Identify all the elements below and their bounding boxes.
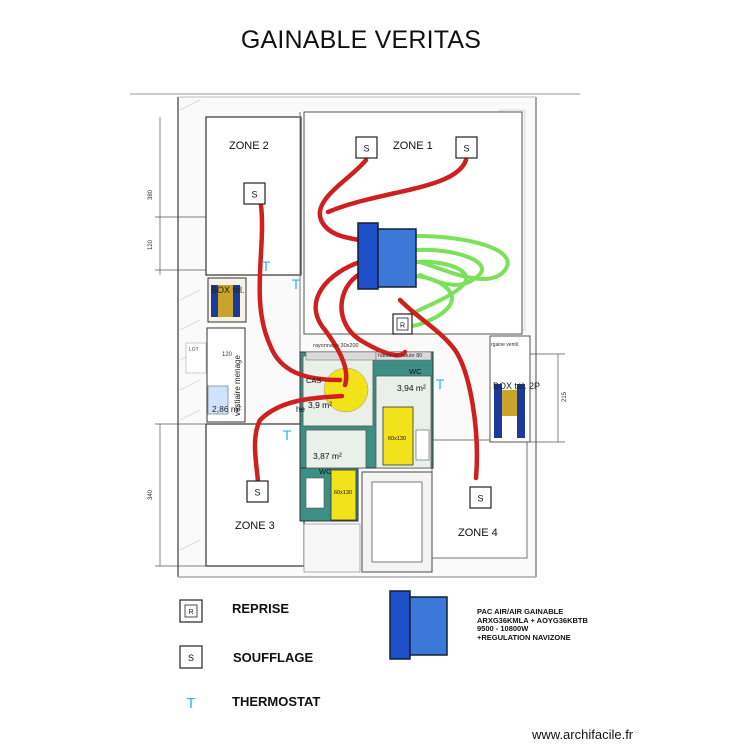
pac-unit-dark	[357, 222, 379, 290]
box-tel-left-dark2	[233, 285, 240, 317]
area-286-label: 2,86 m²	[212, 404, 241, 414]
box-tel-left-dark	[211, 285, 218, 317]
haute-label: haute ar. haute 80	[378, 353, 422, 359]
pac-note-line-2: ARXG36KMLA + AOYG36KBTB	[477, 615, 588, 625]
page-title: GAINABLE VERITAS	[240, 26, 482, 54]
wc-bowl-2	[415, 429, 430, 461]
stair	[303, 523, 361, 573]
wc-label-2: WC	[319, 467, 332, 476]
soufflage-symbol: S	[463, 144, 469, 154]
dim-215: 215	[562, 391, 568, 402]
zone-4-label: ZONE 4	[458, 527, 498, 539]
lot-box	[185, 342, 207, 374]
bed-2-label: 60x130	[334, 490, 352, 496]
pac-note-line-1: PAC AIR/AIR GAINABLE	[477, 607, 564, 616]
thermostat-zone2: T	[262, 258, 271, 274]
supply-ducts	[252, 157, 480, 487]
area-39-label: 3,9 m²	[308, 400, 332, 410]
legend-soufflage-symbol: S	[179, 645, 203, 669]
zone-1-room	[303, 111, 523, 335]
soufflage-zone3: S	[246, 480, 269, 503]
legend-soufflage-icon: S	[188, 653, 194, 663]
rayonnage-label: rayonnage 30x200	[313, 343, 359, 349]
return-ducts	[398, 234, 510, 328]
thermostat-zone3: T	[283, 427, 292, 443]
bed-1-label: 60x130	[388, 436, 406, 442]
box-tel-right-label: BOX tél. 2P	[493, 381, 540, 391]
legend-thermostat-label: THERMOSTAT	[232, 694, 321, 709]
soufflage-zone1-a: S	[355, 136, 378, 159]
placard-label: rgaine ventil.	[491, 342, 519, 348]
pac-note-line-4: +REGULATION NAVIZONE	[477, 632, 571, 642]
cas-label: CAS	[306, 376, 321, 385]
lot-label: LOT	[189, 347, 199, 353]
bed-2	[330, 469, 357, 521]
vestiaire-label: vestiaire menage	[233, 355, 242, 416]
box-tel-right-dark	[494, 384, 502, 438]
box-tel-right-yellow	[502, 390, 517, 416]
reprise-grille-inner	[396, 317, 409, 331]
soufflage-zone4: S	[469, 486, 492, 509]
area-394-label: 3,94 m²	[397, 383, 426, 393]
wc-label-1: WC	[409, 367, 422, 376]
shaft-inner	[371, 481, 423, 563]
pac-note: PAC AIR/AIR GAINABLE ARXG36KMLA + AOYG36…	[477, 607, 588, 642]
zone-2-label: ZONE 2	[229, 140, 269, 152]
dimension-lines	[155, 117, 565, 567]
soufflage-zone2: S	[243, 182, 266, 205]
room-387	[305, 429, 367, 469]
thermostat-zone1: T	[292, 276, 301, 292]
legend-reprise-symbol: R	[179, 599, 203, 623]
pac-note-line-3: 9500 - 10800W	[477, 624, 529, 633]
soufflage-zone1-b: S	[455, 136, 478, 159]
legend-reprise-icon: R	[188, 609, 193, 616]
legend-reprise-label: REPRISE	[232, 601, 290, 616]
pac-unit	[357, 222, 417, 290]
wc-bowl-1	[305, 477, 325, 509]
zone-3-label: ZONE 3	[235, 520, 275, 532]
soufflage-symbol: S	[363, 144, 369, 154]
zone-1-label: ZONE 1	[393, 140, 433, 152]
legend-pac-unit	[389, 590, 448, 660]
box-tel-left-label: BOX tél.	[211, 285, 245, 295]
dim-380: 380	[148, 189, 154, 200]
dim-340: 340	[148, 489, 154, 500]
thermostat-zone4: T	[436, 376, 445, 392]
dim-120: 120	[148, 239, 154, 250]
box-tel-left-yellow	[218, 285, 233, 317]
bed-1	[382, 406, 414, 466]
soufflage-symbol: S	[254, 488, 260, 498]
legend-soufflage-label: SOUFFLAGE	[233, 650, 314, 665]
area-387-label: 3,87 m²	[313, 451, 342, 461]
footer-link[interactable]: www.archifacile.fr	[532, 727, 634, 742]
vestiaire-blue	[207, 385, 229, 415]
soufflage-symbol: S	[477, 494, 483, 504]
reprise-symbol: R	[400, 323, 405, 330]
soufflage-symbol: S	[251, 190, 257, 200]
pac-unit-light	[377, 228, 417, 288]
n120-label: 120	[222, 352, 233, 358]
box-tel-right-dark2	[517, 384, 525, 438]
legend-thermostat-icon: T	[186, 695, 195, 712]
he-label: he	[296, 405, 305, 414]
